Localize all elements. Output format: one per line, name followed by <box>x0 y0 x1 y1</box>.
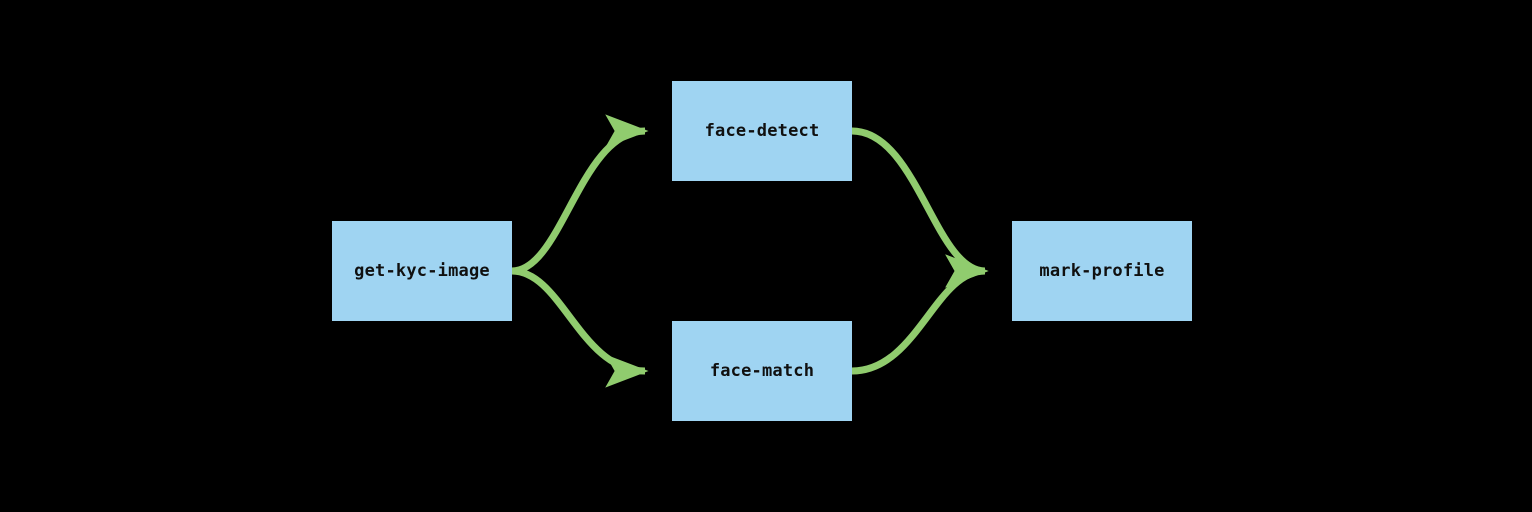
node-mark-profile[interactable]: mark-profile <box>1012 221 1192 321</box>
node-label: face-detect <box>704 120 820 141</box>
edge-get-kyc-image-to-face-detect <box>511 114 649 275</box>
node-label: get-kyc-image <box>354 260 490 281</box>
node-face-match[interactable]: face-match <box>672 321 852 421</box>
edge-face-match-to-mark-profile <box>851 254 989 375</box>
node-face-detect[interactable]: face-detect <box>672 81 852 181</box>
node-get-kyc-image[interactable]: get-kyc-image <box>332 221 512 321</box>
edge-face-detect-to-mark-profile <box>851 127 989 288</box>
node-label: face-match <box>709 360 815 381</box>
edge-get-kyc-image-to-face-match <box>511 267 649 388</box>
node-label: mark-profile <box>1039 260 1165 281</box>
